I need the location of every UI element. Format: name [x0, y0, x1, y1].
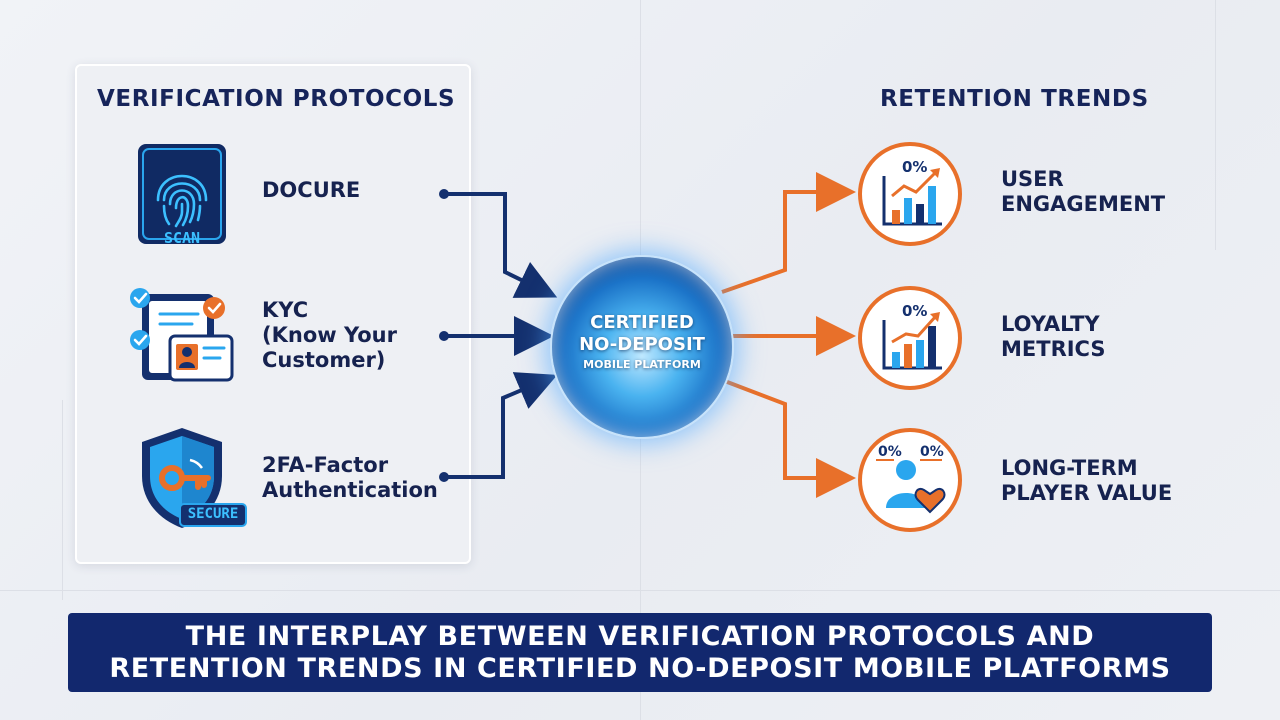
hub-line-2: NO-DEPOSIT [579, 334, 705, 355]
engagement-ring: 0% [858, 142, 962, 246]
secure-badge: SECURE [187, 506, 239, 522]
title-banner: THE INTERPLAY BETWEEN VERIFICATION PROTO… [68, 613, 1212, 692]
loyalty-label: LOYALTY METRICS [1001, 312, 1106, 361]
certified-platform-hub: CERTIFIED NO-DEPOSIT MOBILE PLATFORM [550, 255, 734, 439]
engagement-label: USER ENGAGEMENT [1001, 167, 1166, 216]
hub-line-1: CERTIFIED [590, 312, 694, 333]
loyalty-ring: 0% [858, 286, 962, 390]
fingerprint-scan-icon [136, 142, 228, 246]
banner-line-1: THE INTERPLAY BETWEEN VERIFICATION PROTO… [185, 621, 1095, 652]
player-value-ring: 0% 0% [858, 428, 962, 532]
background-gridline [0, 590, 1280, 591]
user-heart-icon [876, 459, 946, 514]
scan-badge: SCAN [163, 229, 201, 247]
shield-key-icon [132, 424, 250, 532]
retention-title: RETENTION TRENDS [880, 86, 1149, 112]
id-card-check-icon [128, 286, 238, 386]
loyalty-value: 0% [902, 302, 928, 320]
two-factor-label: 2FA-Factor Authentication [262, 453, 438, 502]
engagement-value: 0% [902, 158, 928, 176]
verification-title: VERIFICATION PROTOCOLS [97, 86, 456, 112]
kyc-label: KYC (Know Your Customer) [262, 298, 397, 372]
player-value-right: 0% [920, 444, 944, 460]
banner-line-2: RETENTION TRENDS IN CERTIFIED NO-DEPOSIT… [109, 653, 1171, 684]
bar-chart-trend-icon [882, 168, 942, 226]
background-gridline [1215, 0, 1216, 250]
docure-label: DOCURE [262, 178, 361, 202]
bar-chart-trend-icon [882, 312, 942, 370]
player-value-label: LONG-TERM PLAYER VALUE [1001, 456, 1173, 505]
background-gridline [62, 400, 63, 600]
player-value-left: 0% [878, 444, 902, 460]
hub-line-3: MOBILE PLATFORM [583, 358, 701, 371]
